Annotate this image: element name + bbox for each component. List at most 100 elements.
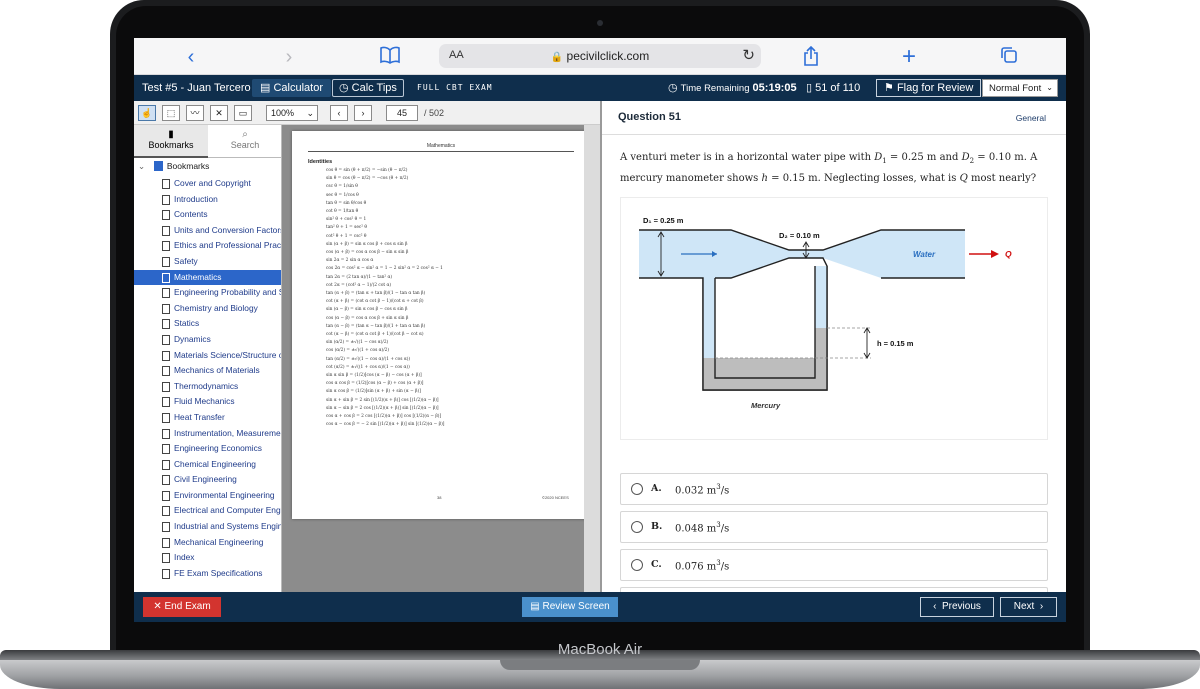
sidebar-item[interactable]: Dynamics <box>134 332 281 348</box>
flag-review-button[interactable]: ⚑ Flag for Review <box>876 79 982 97</box>
sidebar-item[interactable]: Heat Transfer <box>134 410 281 426</box>
next-button[interactable]: Next › <box>1000 597 1057 617</box>
document-icon <box>162 319 170 330</box>
reload-icon[interactable]: ↻ <box>742 47 755 64</box>
forward-icon[interactable]: › <box>285 46 293 68</box>
pdf-formula-line: cos α + cos β = 2 cos [(1/2)(α + β)] cos… <box>326 414 442 420</box>
sidebar-item[interactable]: Fluid Mechanics <box>134 394 281 410</box>
sidebar-item-label: Materials Science/Structure of Matter <box>174 349 281 360</box>
pdf-section-title: Identities <box>308 159 333 165</box>
document-icon <box>162 366 170 377</box>
sidebar-item[interactable]: Introduction <box>134 192 281 208</box>
choice-unit-exponent: 3 <box>716 559 721 567</box>
answer-choice[interactable]: D.0.12 m3/s <box>620 587 1048 592</box>
bookmarks-sidebar: ▮Bookmarks ⌕Search ⌄ Bookmarks Cover and… <box>134 125 282 592</box>
new-tab-icon[interactable]: + <box>901 43 916 70</box>
prev-page-icon[interactable]: ‹ <box>330 105 348 121</box>
sidebar-item[interactable]: Ethics and Professional Practice <box>134 238 281 254</box>
document-icon <box>162 288 170 299</box>
bookmarks-book-icon[interactable] <box>379 46 401 68</box>
sidebar-item[interactable]: Engineering Probability and Statistics <box>134 285 281 301</box>
document-icon <box>162 444 170 455</box>
question-title: Question 51 <box>618 111 681 123</box>
document-icon <box>162 225 170 236</box>
previous-button[interactable]: ‹ Previous <box>920 597 994 617</box>
sidebar-item[interactable]: Statics <box>134 316 281 332</box>
pdf-formula-line: cos α cos β = (1/2)[cos (α − β) + cos (α… <box>326 381 424 387</box>
radio-button[interactable] <box>631 559 643 571</box>
review-screen-button[interactable]: ▤ Review Screen <box>522 597 618 617</box>
pdf-page-header: Mathematics <box>426 143 456 149</box>
close-icon: ✕ <box>153 601 162 612</box>
d1-dimension-arrows <box>657 231 665 277</box>
sidebar-item[interactable]: Mechanical Engineering <box>134 535 281 551</box>
d2-symbol: D <box>961 152 970 163</box>
sidebar-item[interactable]: Chemical Engineering <box>134 457 281 473</box>
pdf-formula-line: cot (α + β) = (cot α cot β − 1)/(cot α +… <box>326 299 424 305</box>
answer-choice[interactable]: C.0.076 m3/s <box>620 549 1048 581</box>
pdf-scrollbar[interactable] <box>584 125 600 592</box>
calc-tips-button[interactable]: ◷ Calc Tips <box>332 79 404 97</box>
calculator-button[interactable]: ▤ Calculator <box>252 79 331 97</box>
pdf-formula-line: cot 2α = (cot² α − 1)/(2 cot α) <box>326 282 392 288</box>
back-icon[interactable]: ‹ <box>187 46 195 68</box>
answer-choice[interactable]: B.0.048 m3/s <box>620 511 1048 543</box>
sidebar-item[interactable]: Mathematics <box>134 269 281 286</box>
radio-button[interactable] <box>631 521 643 533</box>
tabs-overview-icon[interactable] <box>998 46 1020 68</box>
d2-dimension-arrows <box>802 241 810 259</box>
tab-search[interactable]: ⌕Search <box>208 125 281 158</box>
font-size-select[interactable]: Normal Font⌄ <box>982 79 1058 97</box>
document-icon <box>162 241 170 252</box>
select-tool-icon[interactable]: ⬚ <box>162 105 180 121</box>
device-brand: MacBook Air <box>557 641 643 658</box>
timer-value: 05:19:05 <box>752 82 797 94</box>
question-counter-value: 51 of 110 <box>815 82 861 94</box>
sidebar-item[interactable]: Engineering Economics <box>134 441 281 457</box>
document-icon <box>162 303 170 314</box>
d2-label: D₂ = 0.10 m <box>779 231 820 240</box>
sidebar-item[interactable]: Chemistry and Biology <box>134 301 281 317</box>
calculator-label: Calculator <box>273 82 323 94</box>
sidebar-item[interactable]: Materials Science/Structure of Matter <box>134 348 281 364</box>
share-icon[interactable] <box>800 45 822 68</box>
zoom-select[interactable]: 100%⌄ <box>266 105 318 121</box>
pdf-formula-line: sin² θ + cos² θ = 1 <box>326 217 367 223</box>
sidebar-item-label: Dynamics <box>174 333 211 344</box>
sidebar-item[interactable]: FE Exam Specifications <box>134 566 281 582</box>
sidebar-item[interactable]: Instrumentation, Measurement, and Contro… <box>134 426 281 442</box>
sidebar-item[interactable]: Units and Conversion Factors <box>134 223 281 239</box>
address-bar[interactable]: AA 🔒 pecivilclick.com ↻ <box>439 44 761 68</box>
choice-number: 0.076 m <box>675 561 717 573</box>
answer-choice[interactable]: A.0.032 m3/s <box>620 473 1048 505</box>
rectangle-tool-icon[interactable]: ▭ <box>234 105 252 121</box>
hand-tool-icon[interactable]: ☝ <box>138 105 156 121</box>
end-exam-button[interactable]: ✕ End Exam <box>143 597 221 617</box>
camera-icon <box>597 20 603 26</box>
sidebar-item[interactable]: Mechanics of Materials <box>134 363 281 379</box>
radio-button[interactable] <box>631 483 643 495</box>
page-number-input[interactable]: 45 <box>386 105 418 121</box>
close-icon[interactable]: ✕ <box>210 105 228 121</box>
pdf-viewport[interactable]: Mathematics Identities cos θ = sin (θ + … <box>282 125 600 592</box>
sidebar-item[interactable]: Civil Engineering <box>134 472 281 488</box>
sidebar-item[interactable]: Index <box>134 550 281 566</box>
sidebar-item[interactable]: Contents <box>134 207 281 223</box>
pdf-formula-line: cos α − cos β = − 2 sin [(1/2)(α + β)] s… <box>326 422 445 428</box>
text-size-button[interactable]: AA <box>449 49 464 61</box>
document-icon <box>162 553 170 564</box>
sidebar-item[interactable]: Environmental Engineering <box>134 488 281 504</box>
sidebar-item[interactable]: Safety <box>134 254 281 270</box>
next-page-icon[interactable]: › <box>354 105 372 121</box>
bookmarks-root[interactable]: ⌄ Bookmarks <box>138 161 209 172</box>
h-dimension-arrows <box>863 327 871 359</box>
sidebar-item[interactable]: Industrial and Systems Engineering <box>134 519 281 535</box>
sidebar-item-label: FE Exam Specifications <box>174 567 263 578</box>
d1-value: = 0.25 m <box>886 152 937 163</box>
tab-bookmarks[interactable]: ▮Bookmarks <box>134 125 208 158</box>
sidebar-item[interactable]: Cover and Copyright <box>134 176 281 192</box>
draw-tool-icon[interactable]: 〰 <box>186 105 204 121</box>
question-bar: Question 51 General <box>602 101 1066 135</box>
sidebar-item[interactable]: Electrical and Computer Engineering <box>134 503 281 519</box>
sidebar-item[interactable]: Thermodynamics <box>134 379 281 395</box>
